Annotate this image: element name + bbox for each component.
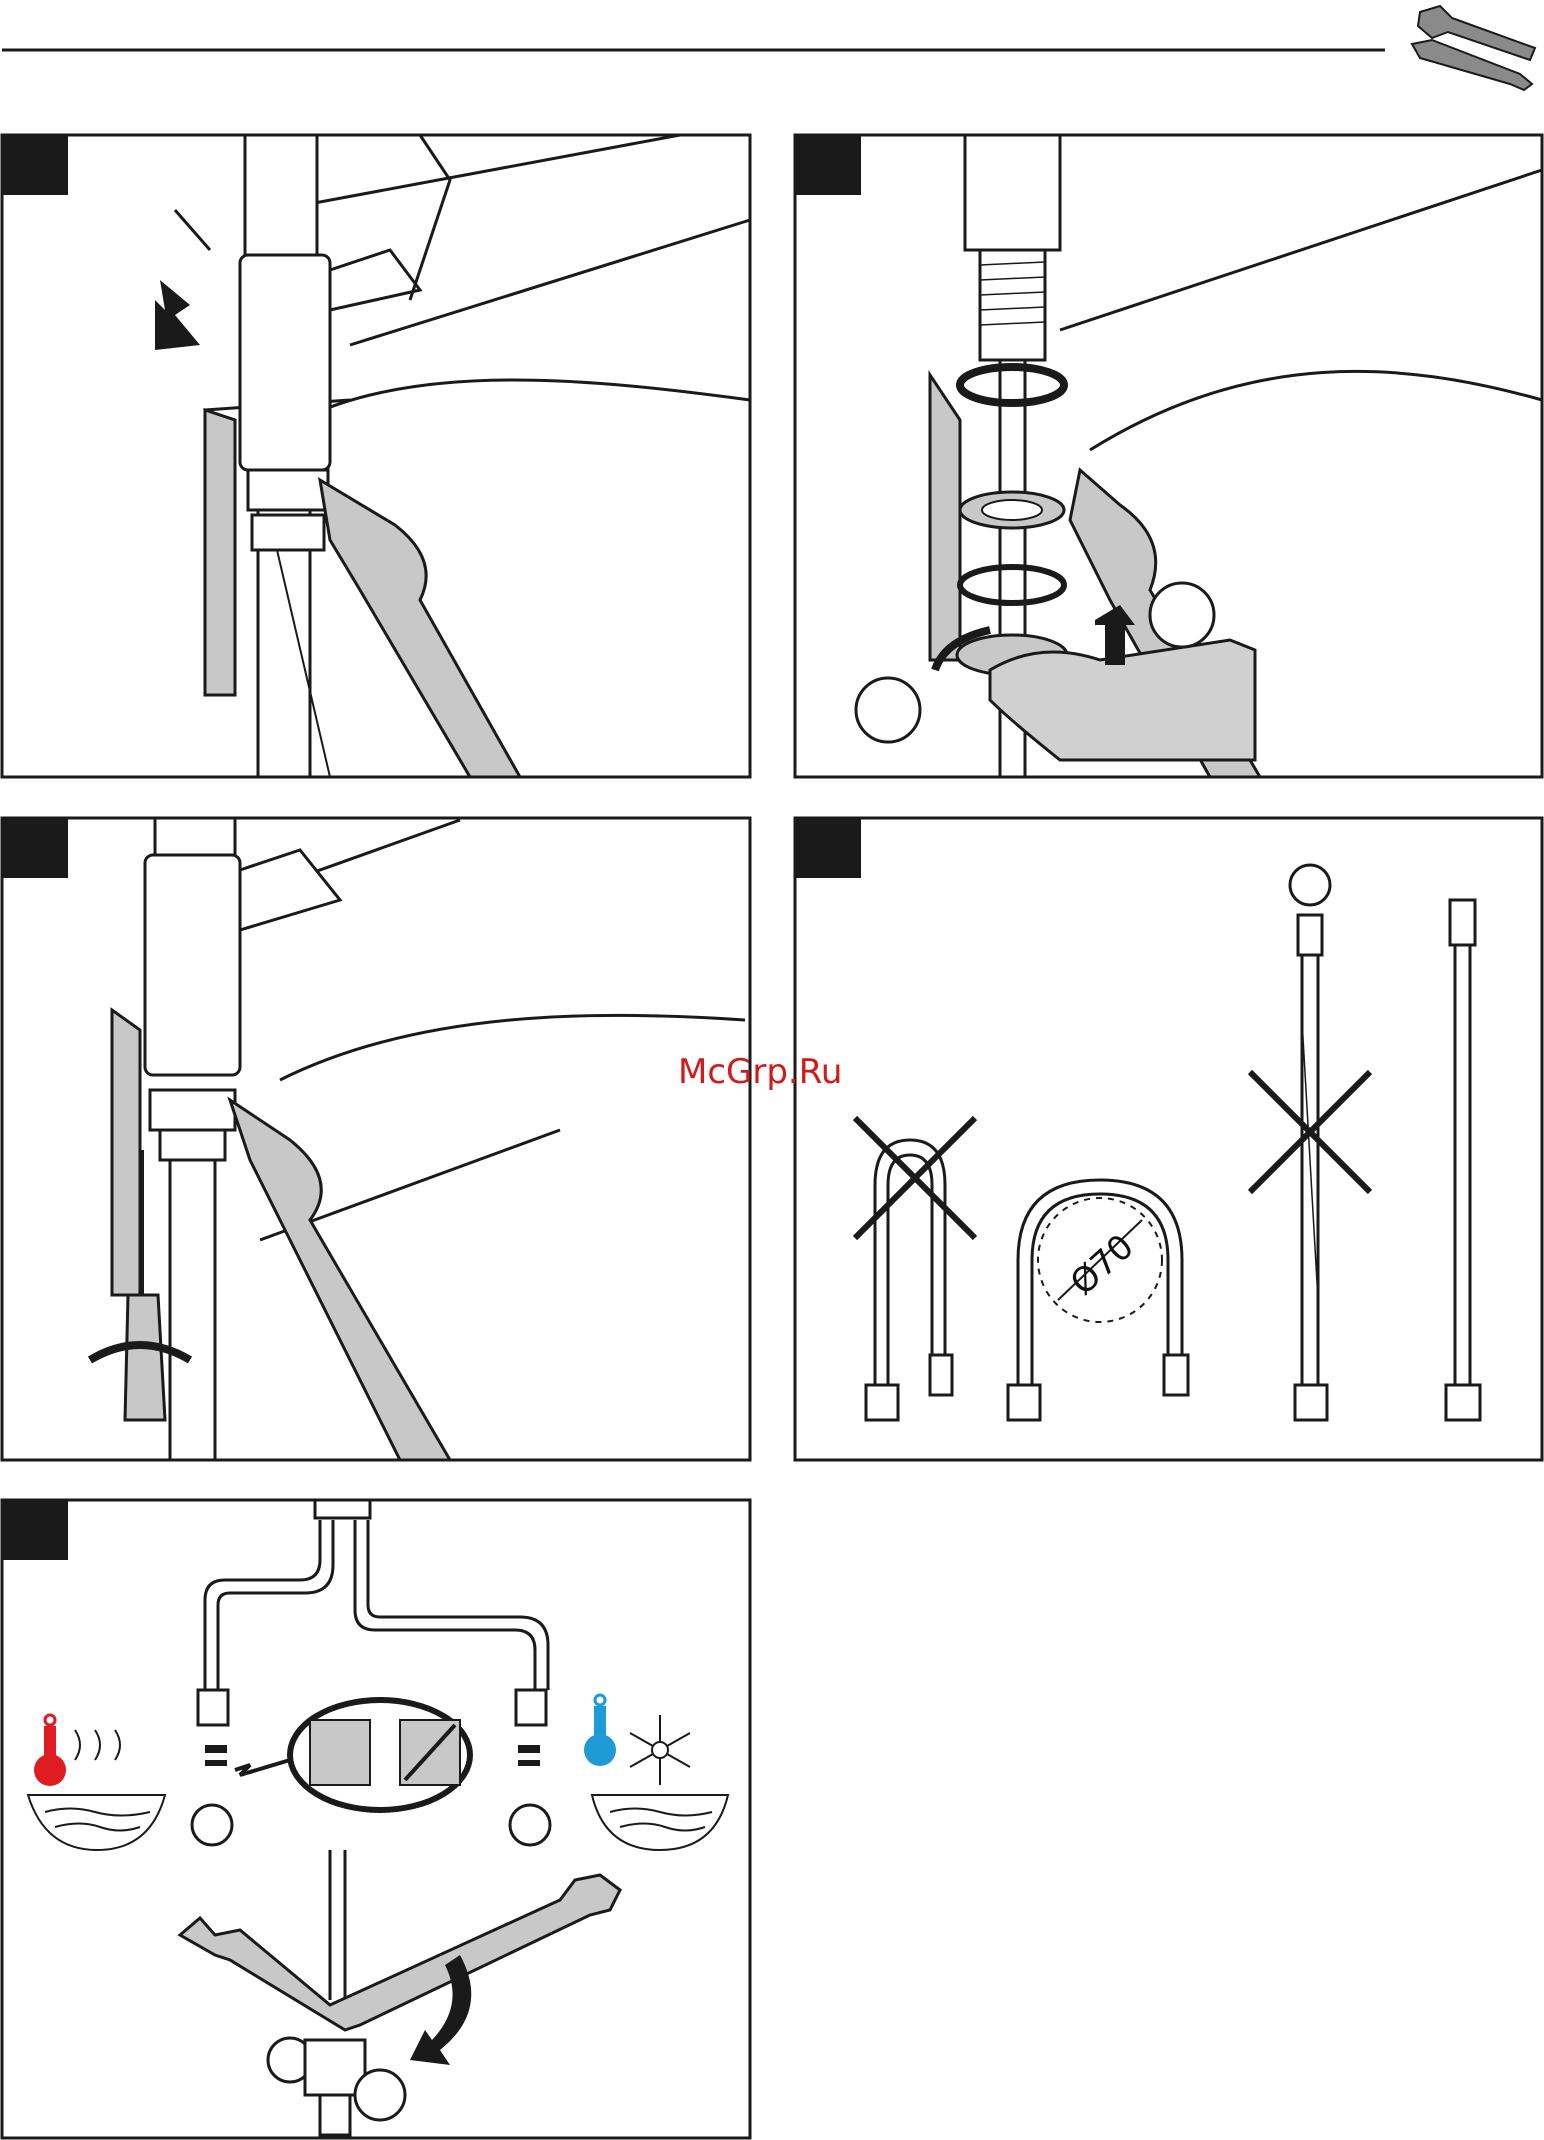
hot-connector	[198, 1690, 228, 1725]
watermark: McGrp.Ru	[678, 1052, 842, 1092]
callout-circle-1	[856, 678, 920, 742]
cold-valve-knob	[510, 1805, 550, 1845]
panel-4: Ø70	[795, 818, 1542, 1460]
correct-thread	[310, 1720, 370, 1785]
panel-1	[2, 135, 750, 777]
cold-connector	[516, 1690, 546, 1725]
panel-3	[2, 818, 750, 1460]
step-label-block	[795, 135, 861, 195]
step-label-block	[2, 818, 68, 878]
wrench-screwdriver-icon	[1412, 6, 1535, 90]
hot-valve-knob	[192, 1805, 232, 1845]
panel-2	[795, 135, 1542, 777]
step-label-block	[2, 1500, 68, 1560]
screwdriver-icon	[125, 1295, 165, 1420]
callout-circle-2	[1150, 583, 1214, 647]
step-label-block	[795, 818, 861, 878]
step-label-block	[2, 135, 68, 195]
panel-5	[2, 1500, 750, 2138]
